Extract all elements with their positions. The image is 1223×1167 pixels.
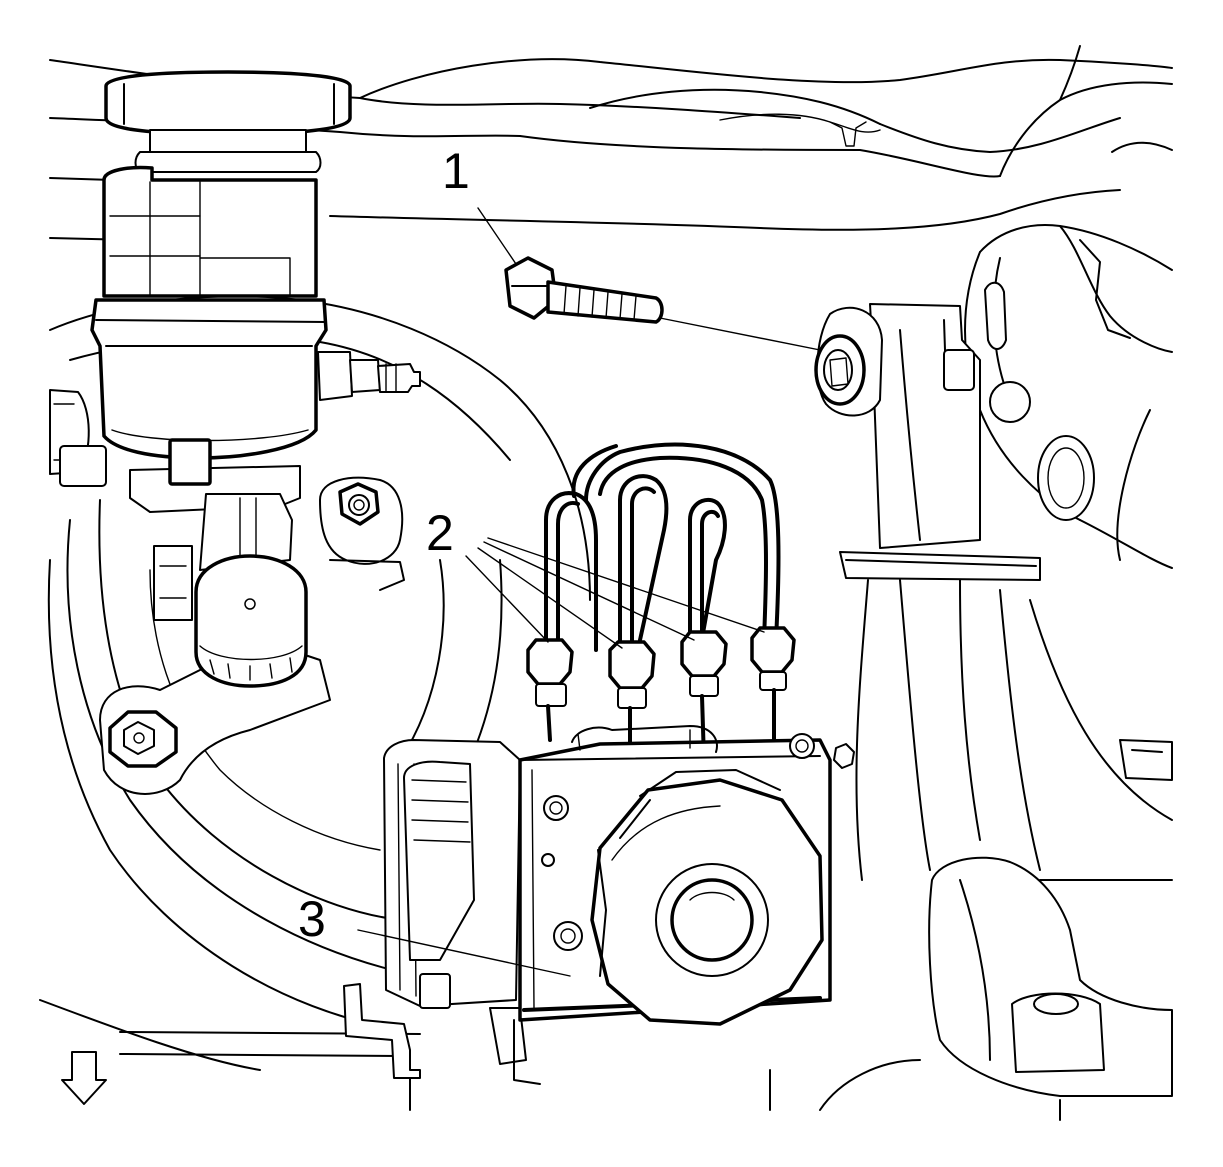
abs-module-bolt <box>504 256 664 324</box>
booster-stud-nut-upper <box>338 482 380 526</box>
bolt-alignment-line <box>659 317 831 353</box>
callout-1-label: 1 <box>442 143 470 199</box>
callout-leaders <box>357 207 765 977</box>
brake-fluid-reservoir <box>90 70 421 460</box>
arrow-down-icon <box>61 1051 107 1105</box>
leader-line-1 <box>477 207 517 265</box>
tube-nut-4 <box>750 626 796 742</box>
abs-modulator-assembly <box>343 725 855 1085</box>
engine-bay-background <box>39 45 1173 1121</box>
master-cylinder <box>129 438 308 688</box>
tube-nut-1 <box>526 638 574 742</box>
booster-stud-nut-lower <box>108 710 178 768</box>
callout-2-label: 2 <box>426 505 454 561</box>
leader-line-2c <box>483 541 695 641</box>
leader-line-2a <box>465 555 549 643</box>
leader-line-2b <box>477 547 623 649</box>
callout-3-label: 3 <box>298 891 326 947</box>
brake-pipes <box>544 442 781 662</box>
leader-line-3 <box>357 929 571 977</box>
abs-bracket-mount-hole <box>814 306 883 417</box>
leader-line-2d <box>487 537 765 633</box>
